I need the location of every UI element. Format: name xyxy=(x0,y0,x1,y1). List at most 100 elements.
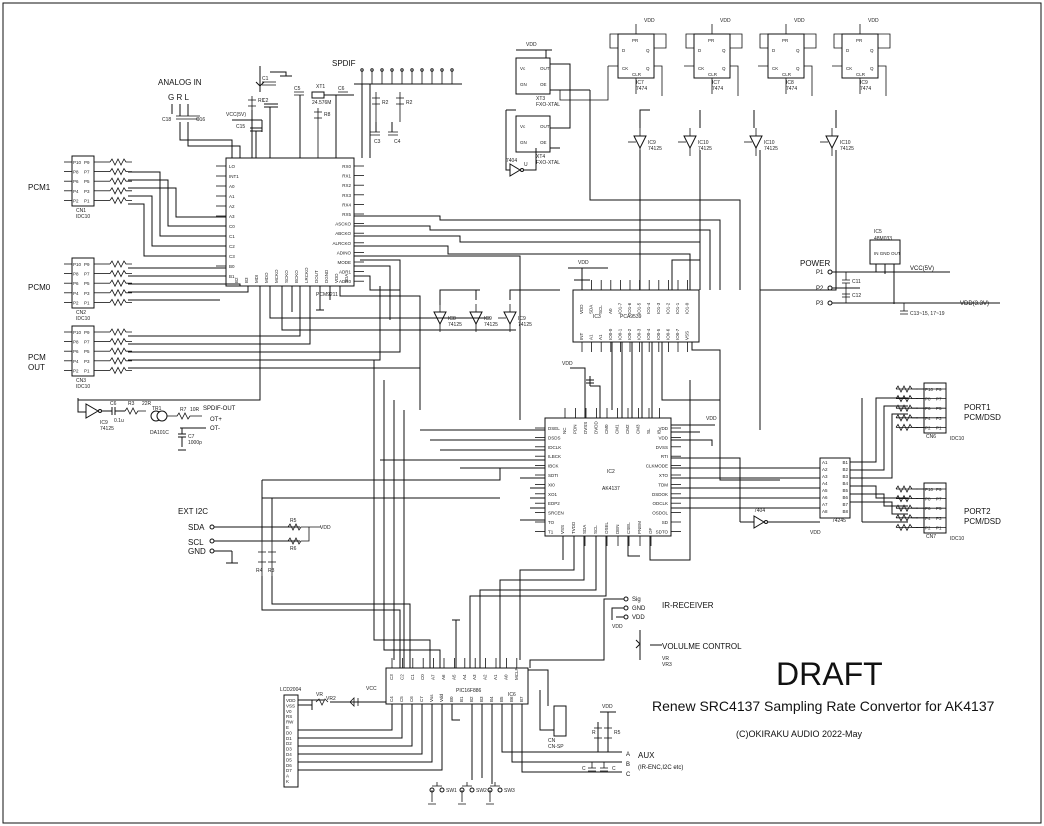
ff-vdd: VDD xyxy=(720,18,731,24)
ic1-pin-left: C3 xyxy=(229,254,235,259)
svg-text:C1: C1 xyxy=(262,76,269,82)
ic6-pin-bottom: C6 xyxy=(409,696,414,702)
ic2-pin-top: CM2 xyxy=(625,424,630,434)
ext-i2c-label: EXT I2C xyxy=(178,507,208,516)
idc-pin: P5 xyxy=(936,406,942,411)
ic245-pin-left: A6 xyxy=(822,495,828,500)
svg-text:VR: VR xyxy=(662,656,669,662)
svg-text:FXO-XTAL: FXO-XTAL xyxy=(536,102,560,108)
ic1-pin-left: C1 xyxy=(229,234,235,239)
svg-text:Vc: Vc xyxy=(520,124,526,129)
svg-text:U: U xyxy=(524,162,528,168)
ic1-pin-bottom: MDI xyxy=(254,275,259,283)
ic1-pin-bottom: DOUT xyxy=(314,270,319,283)
ic2-pin-left: XI0 xyxy=(548,482,555,487)
ff-pin: Q xyxy=(796,66,800,71)
idc-pin: P8 xyxy=(73,170,79,175)
buffer-part: 74125 xyxy=(648,146,662,152)
ic3-pin-bottom: IO0-2 xyxy=(627,328,632,340)
ff-label: IC7 xyxy=(712,80,720,86)
idc-pin: P2 xyxy=(73,368,79,373)
svg-text:74245: 74245 xyxy=(832,518,846,524)
idc-pin: P5 xyxy=(84,349,90,354)
ff-pin: Q xyxy=(646,48,650,53)
svg-text:VDD: VDD xyxy=(562,361,573,367)
p1-label: P1 xyxy=(816,270,824,276)
ic2-pin-top: CM1 xyxy=(615,424,620,434)
ff-pin: CLR xyxy=(632,72,642,77)
port1-label-1: PORT1 xyxy=(964,403,991,412)
ic245-pin-left: A1 xyxy=(822,460,828,465)
buffer-part: 74125 xyxy=(484,322,498,328)
aux-a: A xyxy=(626,752,630,758)
buffer-label: IC10 xyxy=(764,140,775,146)
ic6-pin-top: A6 xyxy=(441,674,446,680)
ic245-pin-right: B7 xyxy=(842,502,848,507)
ic1-pin-bottom: B2 xyxy=(234,277,239,283)
svg-text:C7: C7 xyxy=(188,434,195,440)
ir-receiver-label: IR-RECEIVER xyxy=(662,601,714,610)
ic2-pin-right: DVSS xyxy=(656,445,668,450)
idc-pin: P1 xyxy=(84,368,90,373)
ic245-pin-right: B5 xyxy=(842,488,848,493)
spdif-section: SPDIF R2 R2 C3 C4 xyxy=(332,59,462,158)
idc-pin: P9 xyxy=(84,330,90,335)
svg-text:R2: R2 xyxy=(406,100,413,106)
idc-pin: P10 xyxy=(73,262,82,267)
svg-text:IN GND OUT: IN GND OUT xyxy=(874,251,901,256)
svg-text:C2: C2 xyxy=(262,98,269,104)
ic6-pin-top: C1 xyxy=(410,674,415,680)
ic1-pin-bottom: BCKO xyxy=(294,270,299,283)
ic245-pin-right: B2 xyxy=(842,467,848,472)
ic3-pin-top: IO1-1 xyxy=(675,302,680,314)
svg-text:C15: C15 xyxy=(236,124,245,130)
spdif-label: SPDIF xyxy=(332,59,356,68)
opt-minus: OT- xyxy=(210,426,220,432)
ic6-pin-bottom: B7 xyxy=(519,696,524,702)
grl-label: G R L xyxy=(168,93,189,102)
svg-text:C11: C11 xyxy=(852,279,861,285)
ic3-pin-bottom: INT xyxy=(579,333,584,341)
idc-pin: P3 xyxy=(84,359,90,364)
ic245-pin-left: A3 xyxy=(822,474,828,479)
buffer-label: IC10 xyxy=(698,140,709,146)
ic1-pin-bottom: VDD xyxy=(334,273,339,283)
svg-text:PCA9539: PCA9539 xyxy=(620,314,642,320)
ext-i2c-section: EXT I2C SDA SCL GND VDD R5 R6 R4 R3 xyxy=(178,507,331,576)
ic3-pin-top: SCL xyxy=(598,305,603,314)
svg-text:7404: 7404 xyxy=(506,158,517,164)
lcd-pin: D7 xyxy=(286,768,292,773)
cn1-label: CN1 xyxy=(76,208,86,214)
svg-text:PIC16F886: PIC16F886 xyxy=(456,688,482,694)
ic2-pin-right: VDD xyxy=(658,426,668,431)
buffer-part: 74125 xyxy=(518,322,532,328)
ic3-pin-top: IO1-3 xyxy=(656,302,661,314)
svg-text:CN: CN xyxy=(548,738,556,744)
svg-text:FXO-XTAL: FXO-XTAL xyxy=(536,160,560,166)
lcd-pin: V0 xyxy=(286,709,292,714)
ic6-pin-top: A5 xyxy=(451,674,456,680)
scl-label: SCL xyxy=(188,538,204,547)
ic6-pin-top: A3 xyxy=(472,674,477,680)
ic6-pin-bottom: B4 xyxy=(489,696,494,702)
svg-text:IC9: IC9 xyxy=(100,420,108,426)
ic1-pin-left: INT1 xyxy=(229,174,239,179)
ff-pin: CLR xyxy=(782,72,792,77)
xt1-crystal: C5 XT1 24.576M C6 R8 xyxy=(294,84,354,158)
ic245-pin-right: B3 xyxy=(842,474,848,479)
ic1-pin-bottom: MDO xyxy=(264,272,269,283)
idc-pin: P2 xyxy=(73,198,79,203)
idc-pin: P2 xyxy=(925,425,931,430)
svg-text:R7: R7 xyxy=(180,407,187,413)
ic2-pin-bottom: PNEM xyxy=(637,521,642,534)
idc-pin: P8 xyxy=(73,272,79,277)
ic3-pin-top: IO1-0 xyxy=(685,302,690,314)
svg-text:74125: 74125 xyxy=(100,426,114,432)
ff-pin: D xyxy=(772,48,776,53)
ic1-pin-right: ADINO xyxy=(337,250,352,255)
svg-text:IDC10: IDC10 xyxy=(76,214,90,220)
